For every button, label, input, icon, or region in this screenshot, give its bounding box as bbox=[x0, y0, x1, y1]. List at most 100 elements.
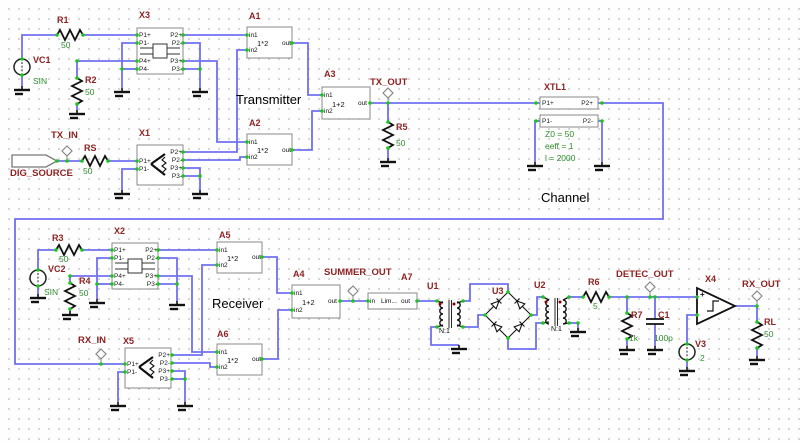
coupler-icon-X3 bbox=[140, 43, 180, 59]
pin-label: P3+ bbox=[145, 273, 157, 280]
value-R1: 50 bbox=[61, 40, 71, 50]
splitter-icon-X1 bbox=[150, 153, 167, 176]
block-A4 bbox=[291, 284, 341, 319]
resistor-R2 bbox=[71, 77, 83, 105]
value-R5: 50 bbox=[396, 138, 406, 148]
net-label-summer-out: SUMMER_OUT bbox=[324, 267, 392, 278]
ratio-U1: N:1 bbox=[439, 328, 450, 335]
value-R6: 5 bbox=[593, 301, 598, 311]
value-VC1: SIN bbox=[33, 76, 48, 86]
port-label: in bbox=[370, 298, 376, 305]
value-R4: 50 bbox=[79, 288, 89, 298]
net-label-detec-out: DETEC_OUT bbox=[616, 269, 674, 280]
port-label: in1 bbox=[294, 290, 303, 297]
designator-R3: R3 bbox=[52, 233, 64, 243]
block-A6 bbox=[216, 343, 263, 376]
resistor-RS bbox=[81, 155, 109, 167]
port-label: out bbox=[357, 100, 367, 107]
pin-label: P1+ bbox=[542, 100, 554, 107]
pin-label: P1+ bbox=[139, 32, 151, 39]
diode-bridge-U3[interactable] bbox=[484, 291, 532, 339]
resistor-R1 bbox=[56, 29, 84, 41]
wires[interactable] bbox=[14, 34, 758, 402]
pin-label: P1- bbox=[139, 166, 150, 173]
designator-X5: X5 bbox=[123, 336, 135, 346]
port-label: in2 bbox=[249, 154, 258, 161]
pin-label: P1- bbox=[114, 255, 125, 262]
port-label: in1 bbox=[324, 92, 333, 99]
designator-U1: U1 bbox=[427, 281, 439, 291]
port-label: in1 bbox=[219, 247, 228, 254]
port-label: in1 bbox=[249, 139, 258, 146]
transformer-U1[interactable] bbox=[436, 300, 464, 328]
pin-label: P2+ bbox=[581, 100, 593, 107]
pin-label: P2+ bbox=[145, 247, 157, 254]
value-XTL1-l: l = 2000 bbox=[545, 153, 576, 163]
transformer-U2[interactable] bbox=[542, 296, 570, 326]
port-label: in2 bbox=[219, 262, 228, 269]
op-label: 1*2 bbox=[257, 39, 269, 48]
designator-A4: A4 bbox=[293, 269, 305, 279]
port-label: out bbox=[281, 147, 291, 154]
port-label: out bbox=[401, 298, 411, 305]
pin-label: P3+ bbox=[158, 368, 170, 375]
dig-source-tag[interactable] bbox=[11, 154, 59, 168]
capacitor-C1[interactable] bbox=[646, 318, 664, 325]
coupler-icon-X2 bbox=[115, 258, 155, 274]
value-V3: 2 bbox=[700, 353, 705, 363]
port-label: in2 bbox=[219, 364, 228, 371]
splitter-icon-X5 bbox=[138, 356, 155, 379]
block-A3 bbox=[321, 86, 371, 120]
op-label: 1*2 bbox=[227, 356, 239, 365]
port-label: in1 bbox=[219, 349, 228, 356]
port-label: Lim... bbox=[381, 298, 397, 305]
designator-U3: U3 bbox=[492, 286, 504, 296]
pin-label: P3- bbox=[171, 173, 182, 180]
pin-label: P2+ bbox=[170, 149, 182, 156]
block-X5 bbox=[124, 347, 172, 389]
designator-R7: R7 bbox=[631, 310, 643, 320]
value-XTL1-eeff: eeff = 1 bbox=[545, 141, 574, 151]
designator-A1: A1 bbox=[249, 11, 261, 21]
designator-X2: X2 bbox=[114, 226, 126, 236]
node-dots bbox=[20, 33, 759, 381]
designator-A3: A3 bbox=[324, 69, 336, 79]
pin-label: P2+ bbox=[170, 32, 182, 39]
designator-RL: RL bbox=[764, 317, 776, 327]
block-A5 bbox=[216, 241, 263, 274]
port-label: out bbox=[327, 298, 337, 305]
value-R7: 1k bbox=[629, 333, 638, 343]
pin-label: P1+ bbox=[139, 158, 151, 165]
designator-VC1: VC1 bbox=[33, 55, 51, 65]
net-flag-icons[interactable] bbox=[61, 87, 763, 364]
comparator-X4[interactable] bbox=[696, 286, 738, 326]
value-VC2: SIN bbox=[44, 287, 59, 297]
pin-label: P3+ bbox=[170, 58, 182, 65]
port-label: out bbox=[281, 40, 291, 47]
op-label: 1*2 bbox=[257, 146, 269, 155]
op-label: 1+2 bbox=[332, 100, 345, 109]
pin-label: P4- bbox=[139, 66, 150, 73]
net-label-dig-source: DIG_SOURCE bbox=[10, 168, 73, 179]
value-RL: 50 bbox=[764, 329, 774, 339]
designator-R4: R4 bbox=[79, 276, 91, 286]
block-XTL1-bottom bbox=[539, 114, 599, 128]
port-label: in2 bbox=[294, 307, 303, 314]
source-VC2[interactable] bbox=[29, 269, 47, 287]
source-V3[interactable] bbox=[678, 343, 696, 361]
value-RS: 50 bbox=[83, 166, 93, 176]
pin-label: P1- bbox=[542, 118, 553, 125]
value-R2: 50 bbox=[85, 87, 95, 97]
pin-label: P3- bbox=[159, 376, 170, 383]
net-label-rx-out: RX_OUT bbox=[742, 279, 781, 290]
net-label-tx-out: TX_OUT bbox=[370, 77, 408, 88]
designator-A2: A2 bbox=[249, 118, 261, 128]
designator-R2: R2 bbox=[85, 75, 97, 85]
block-boxes[interactable] bbox=[111, 26, 599, 389]
designator-C1: C1 bbox=[658, 310, 670, 320]
designator-R1: R1 bbox=[57, 15, 69, 25]
source-VC1[interactable] bbox=[13, 58, 31, 76]
pin-label: P2- bbox=[171, 157, 182, 164]
port-label: in2 bbox=[249, 47, 258, 54]
